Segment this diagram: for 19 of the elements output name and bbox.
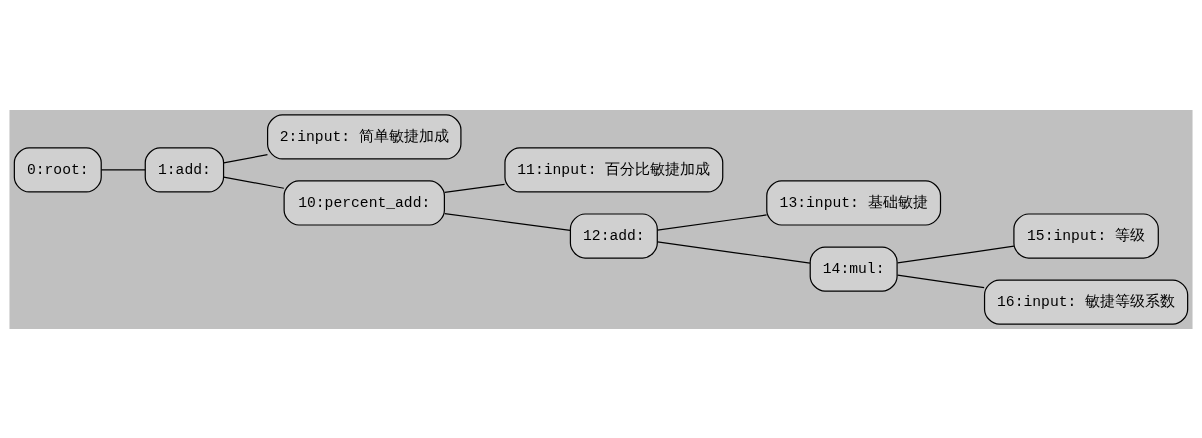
connector — [444, 212, 571, 231]
node-box: 16:input: 敏捷等级系数 — [983, 278, 1189, 325]
node-box: 0:root: — [13, 146, 102, 193]
node-box: 13:input: 基础敏捷 — [766, 179, 942, 226]
connector — [656, 240, 811, 264]
connector — [656, 213, 768, 231]
node-box: 12:add: — [569, 212, 658, 259]
node-box: 10:percent_add: — [283, 179, 445, 226]
connector — [897, 245, 1015, 264]
connector — [100, 168, 146, 171]
connector — [223, 153, 269, 163]
connector — [223, 175, 285, 189]
node-box: 2:input: 简单敏捷加成 — [267, 113, 462, 160]
node-box: 1:add: — [144, 146, 225, 193]
connector — [897, 274, 985, 288]
node-box: 15:input: 等级 — [1013, 212, 1159, 259]
node-box: 14:mul: — [809, 245, 898, 292]
node-box: 11:input: 百分比敏捷加成 — [504, 146, 724, 193]
connector — [444, 183, 506, 193]
